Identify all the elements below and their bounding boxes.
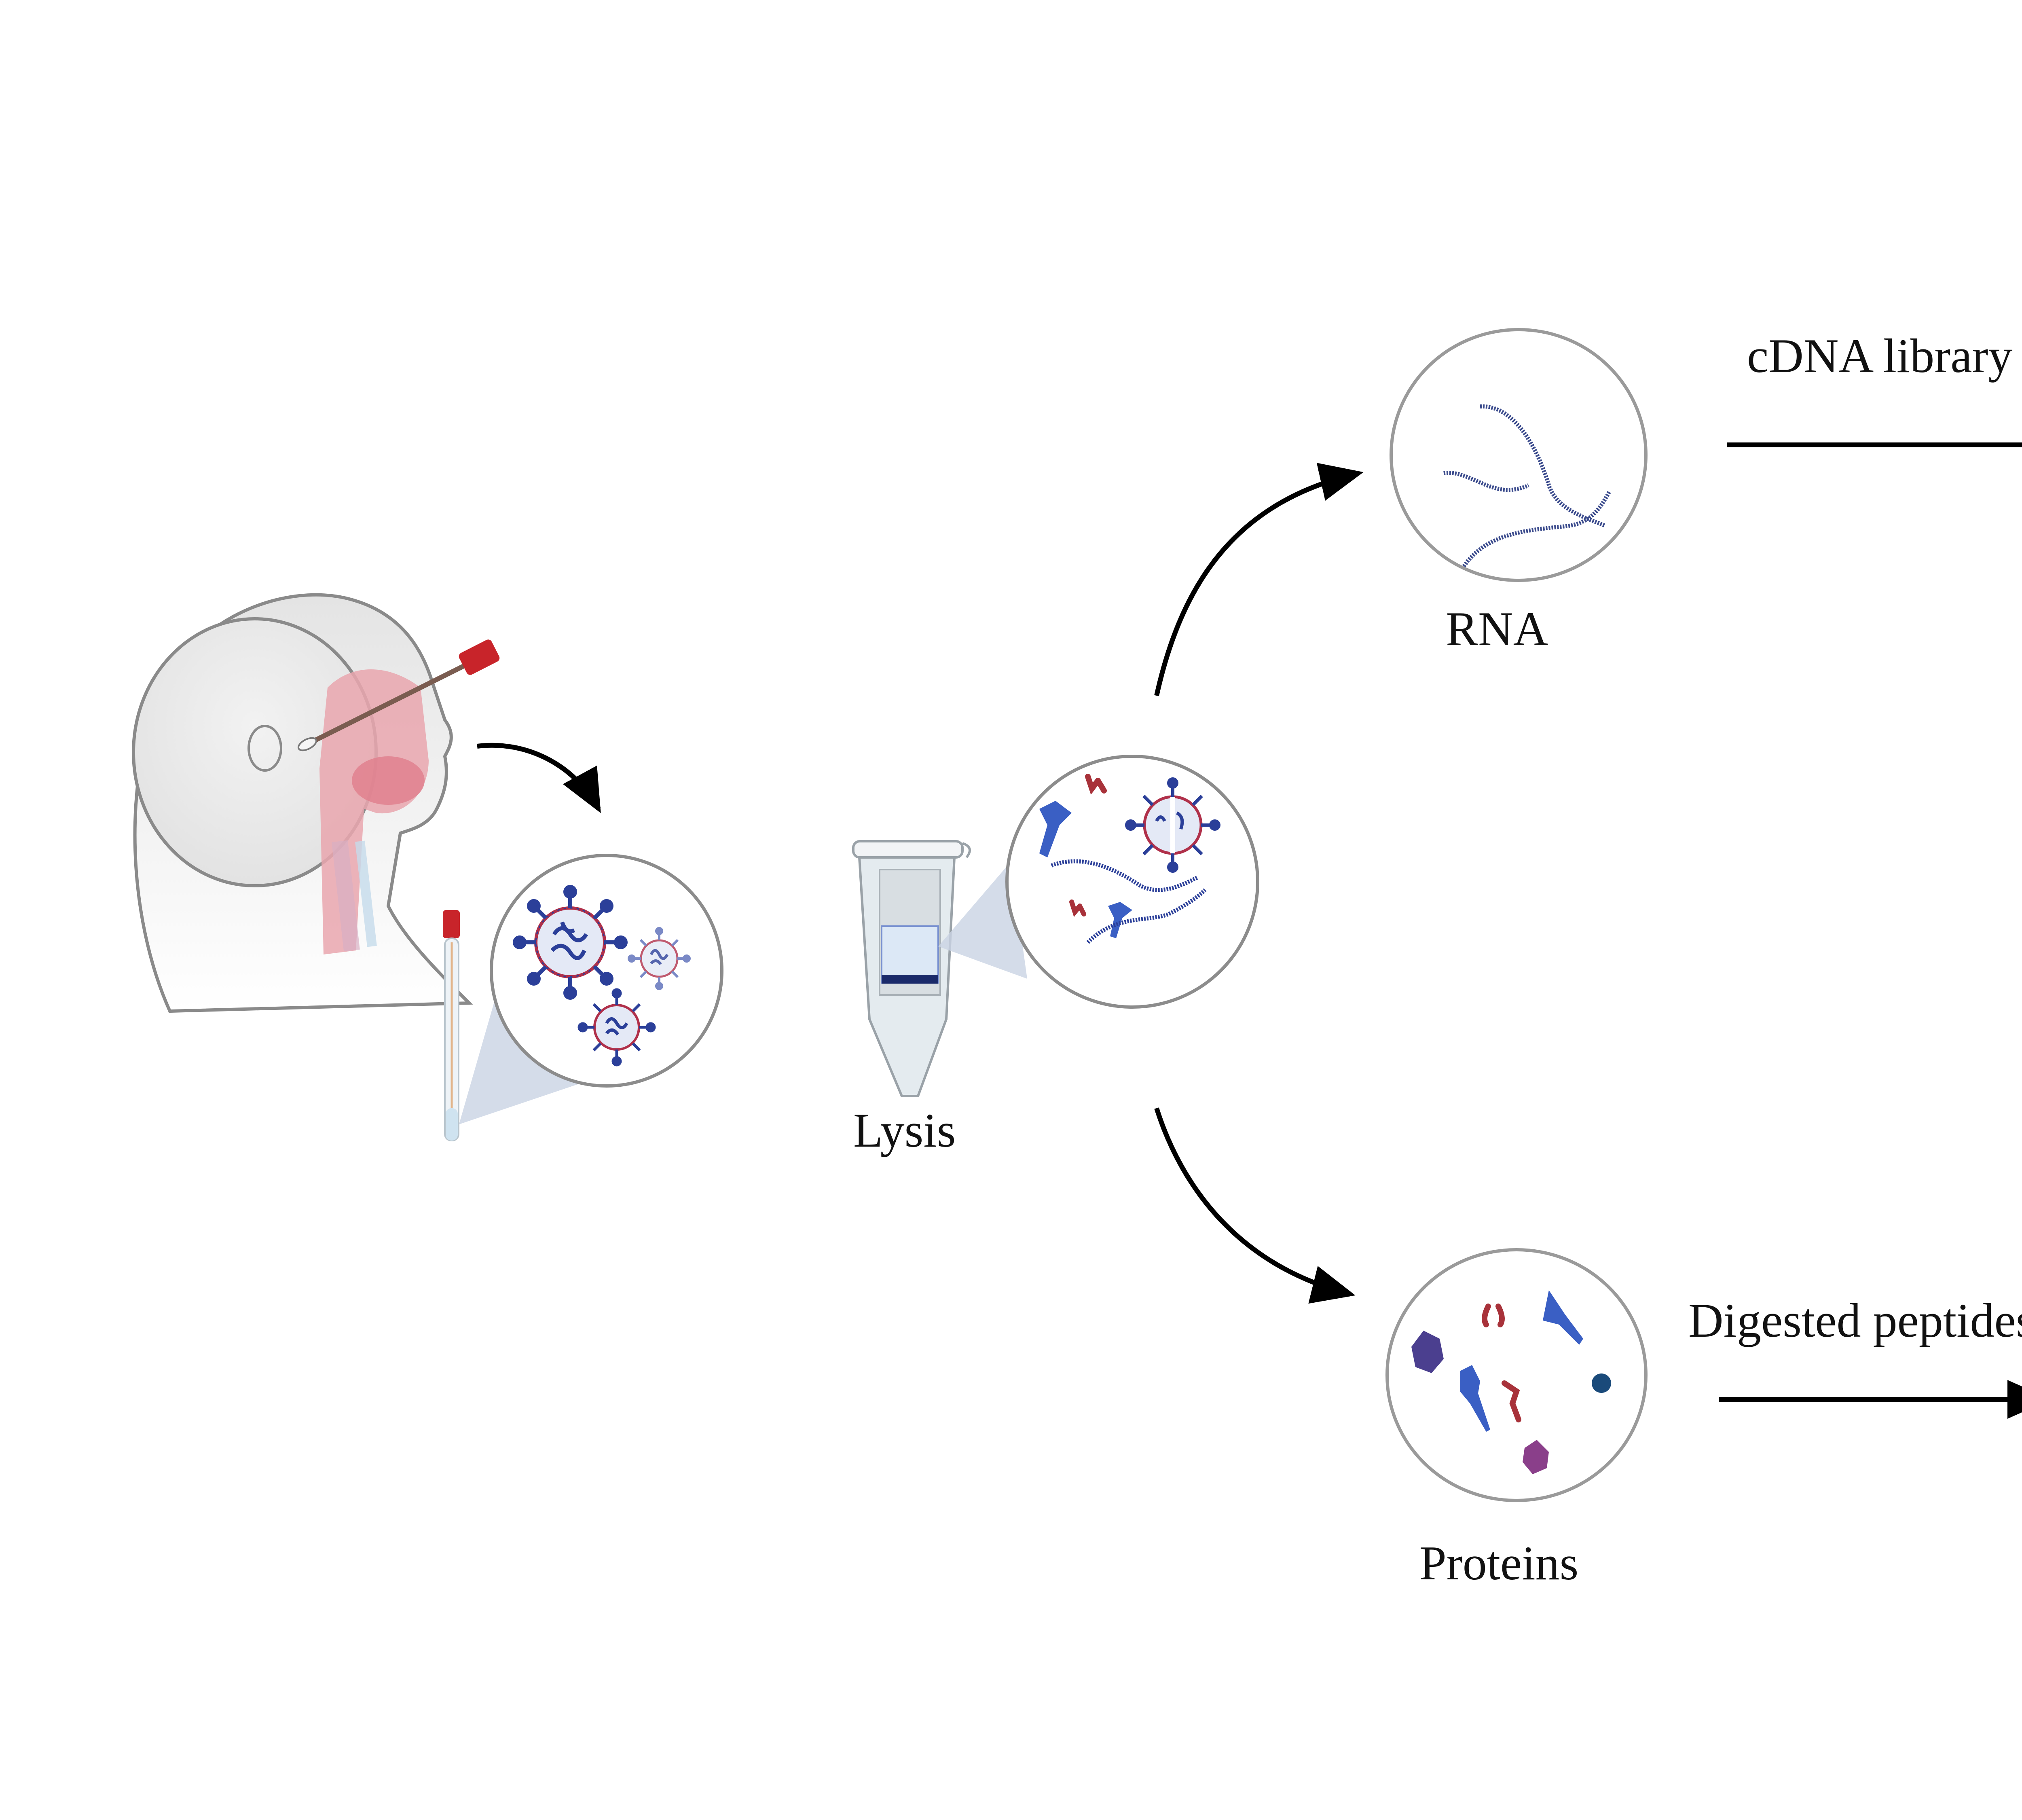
virus-small bbox=[628, 927, 691, 990]
label-cdna-library: cDNA library bbox=[1747, 329, 2013, 383]
arrow-lysis-to-rna bbox=[1154, 463, 1364, 696]
virus-medium bbox=[577, 988, 656, 1067]
arrow-lysis-to-proteins bbox=[1154, 1107, 1356, 1304]
virus-large bbox=[513, 885, 628, 1000]
label-rna: RNA bbox=[1446, 602, 1548, 656]
nasal-swab-icon bbox=[132, 593, 500, 1013]
virus-particles-icon bbox=[490, 854, 723, 1088]
proteins-icon bbox=[1385, 1248, 1648, 1502]
microcentrifuge-tube-icon bbox=[852, 840, 971, 1097]
zoom-wedge bbox=[938, 861, 1027, 979]
rna-icon bbox=[1390, 328, 1648, 582]
sample-tube-icon bbox=[443, 910, 460, 1141]
arrow-sample-to-tube bbox=[477, 743, 601, 813]
lysate-contents-icon bbox=[1005, 755, 1259, 1009]
label-proteins: Proteins bbox=[1419, 1536, 1579, 1590]
label-lysis: Lysis bbox=[853, 1103, 956, 1157]
label-digested-peptides: Digested peptides bbox=[1688, 1293, 2022, 1347]
